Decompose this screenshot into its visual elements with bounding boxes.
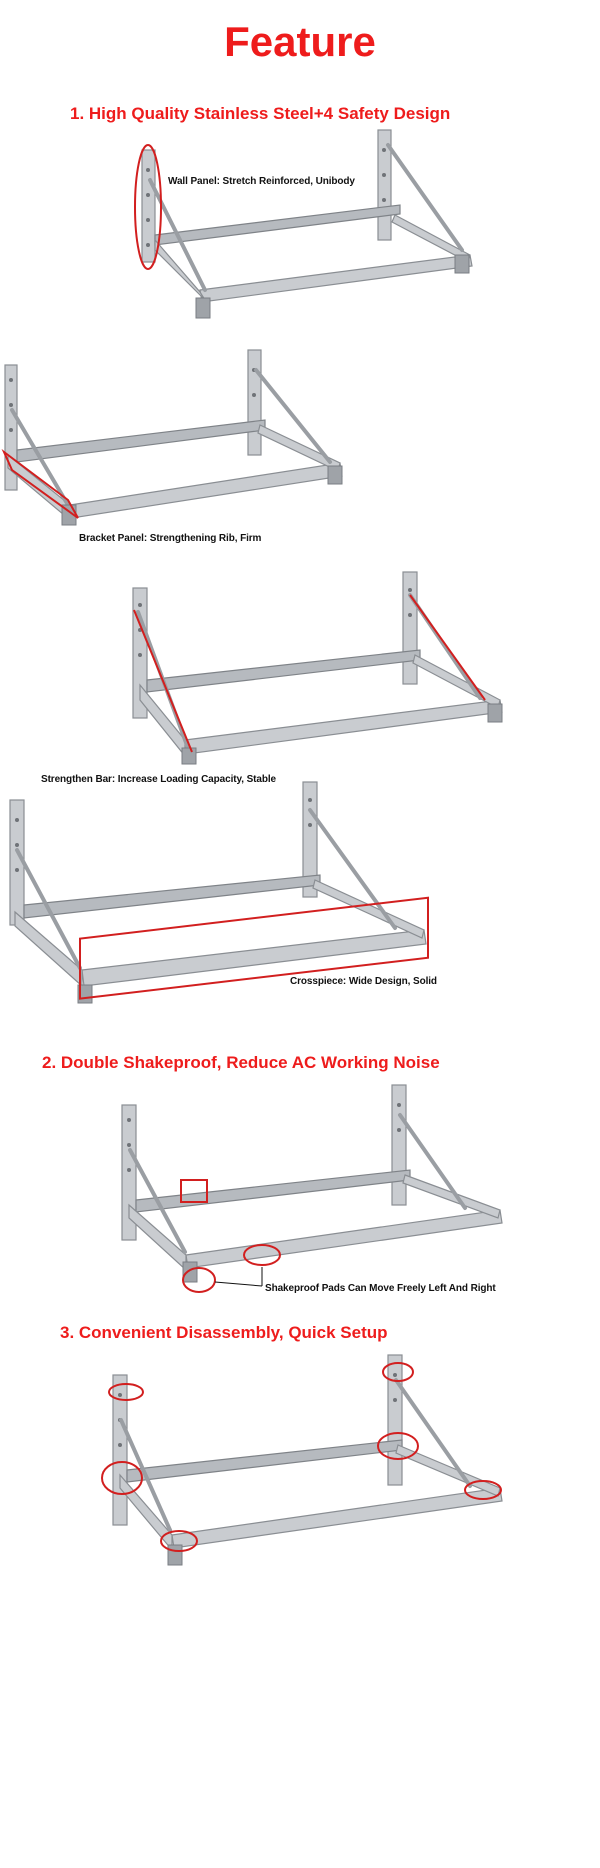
caption-wall-panel: Wall Panel: Stretch Reinforced, Unibody (168, 176, 355, 187)
caption-shakeproof: Shakeproof Pads Can Move Freely Left And… (265, 1283, 496, 1294)
section-heading-1: 1. High Quality Stainless Steel+4 Safety… (70, 104, 451, 123)
section-heading-2: 2. Double Shakeproof, Reduce AC Working … (42, 1053, 440, 1072)
caption-strengthen-bar: Strengthen Bar: Increase Loading Capacit… (41, 774, 276, 785)
section-heading-3: 3. Convenient Disassembly, Quick Setup (60, 1323, 388, 1342)
caption-bracket-panel: Bracket Panel: Strengthening Rib, Firm (79, 533, 262, 544)
caption-crosspiece: Crosspiece: Wide Design, Solid (290, 976, 437, 987)
page-title: Feature (224, 18, 376, 65)
